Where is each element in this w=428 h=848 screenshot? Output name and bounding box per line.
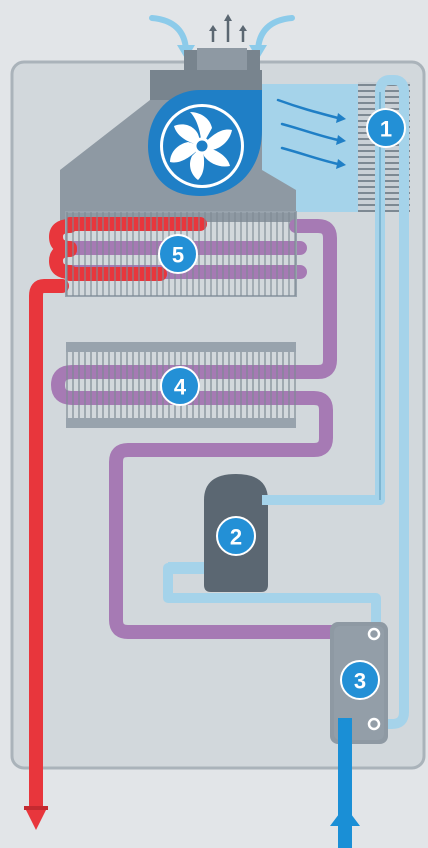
badge-3: 3	[340, 660, 380, 700]
cold-water-inlet-arrow-icon	[330, 806, 360, 826]
badge-2-label: 2	[230, 525, 242, 550]
badge-1-label: 1	[380, 117, 392, 142]
badge-5: 5	[158, 234, 198, 274]
badge-4-label: 4	[174, 375, 187, 400]
heat-exchanger-bottom-plate	[66, 418, 296, 428]
airflow-arrows	[276, 98, 346, 169]
exhaust-arrow-icon	[209, 14, 247, 42]
hot-water-outlet-arrow-icon	[24, 806, 48, 830]
badge-1: 1	[366, 108, 406, 148]
badge-5-label: 5	[172, 243, 184, 268]
heat-exchanger-top-plate	[66, 342, 296, 352]
badge-4: 4	[160, 366, 200, 406]
badge-2: 2	[216, 516, 256, 556]
air-intake-arrow-icon	[149, 15, 295, 53]
fan-icon	[148, 90, 262, 196]
badge-3-label: 3	[354, 669, 366, 694]
